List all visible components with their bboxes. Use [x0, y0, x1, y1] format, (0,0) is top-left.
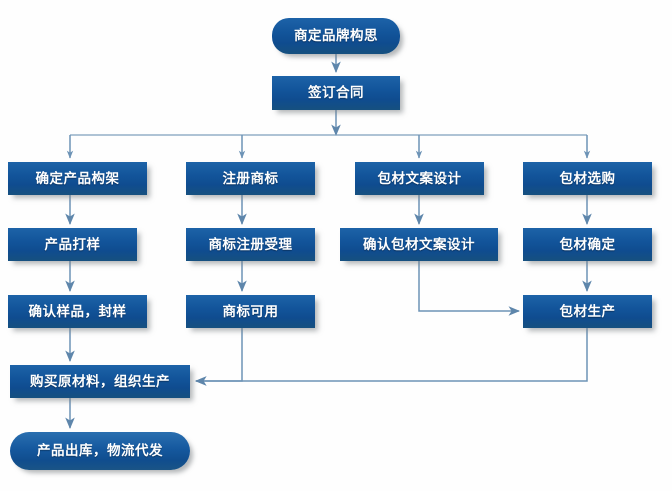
- edge-n9-n13: [418, 261, 520, 316]
- node-label: 确认样品，封样: [28, 303, 127, 319]
- node-label: 包材生产: [559, 303, 616, 319]
- node-n10[interactable]: 包材确定: [523, 228, 652, 261]
- edge-n13-n14: [195, 328, 588, 386]
- node-n11[interactable]: 确认样品，封样: [8, 295, 147, 328]
- node-n7[interactable]: 产品打样: [8, 228, 137, 261]
- node-n5[interactable]: 包材文案设计: [355, 162, 484, 195]
- node-label: 商标可用: [222, 303, 279, 319]
- node-label: 确定产品构架: [35, 170, 120, 186]
- node-label: 产品打样: [44, 236, 101, 252]
- node-label: 签订合同: [308, 85, 364, 101]
- node-label: 商定品牌构思: [294, 28, 378, 44]
- node-label: 包材文案设计: [377, 170, 462, 186]
- node-n12[interactable]: 商标可用: [186, 295, 315, 328]
- node-label: 商标注册受理: [208, 236, 293, 252]
- node-label: 包材选购: [559, 170, 616, 186]
- edge-n12-n14: [195, 328, 243, 386]
- node-n8[interactable]: 商标注册受理: [186, 228, 315, 261]
- node-n13[interactable]: 包材生产: [523, 295, 652, 328]
- node-n3[interactable]: 确定产品构架: [8, 162, 147, 195]
- node-n15[interactable]: 产品出库，物流代发: [10, 432, 190, 470]
- node-label: 购买原材料，组织生产: [30, 373, 170, 389]
- node-label: 注册商标: [222, 170, 279, 186]
- node-n14[interactable]: 购买原材料，组织生产: [10, 365, 190, 398]
- node-label: 包材确定: [559, 236, 616, 252]
- node-n4[interactable]: 注册商标: [186, 162, 315, 195]
- node-n9[interactable]: 确认包材文案设计: [340, 228, 498, 261]
- node-label: 确认包材文案设计: [363, 236, 475, 252]
- node-n1[interactable]: 商定品牌构思: [272, 18, 400, 54]
- node-label: 产品出库，物流代发: [37, 443, 163, 459]
- node-n2[interactable]: 签订合同: [272, 76, 400, 110]
- node-n6[interactable]: 包材选购: [523, 162, 652, 195]
